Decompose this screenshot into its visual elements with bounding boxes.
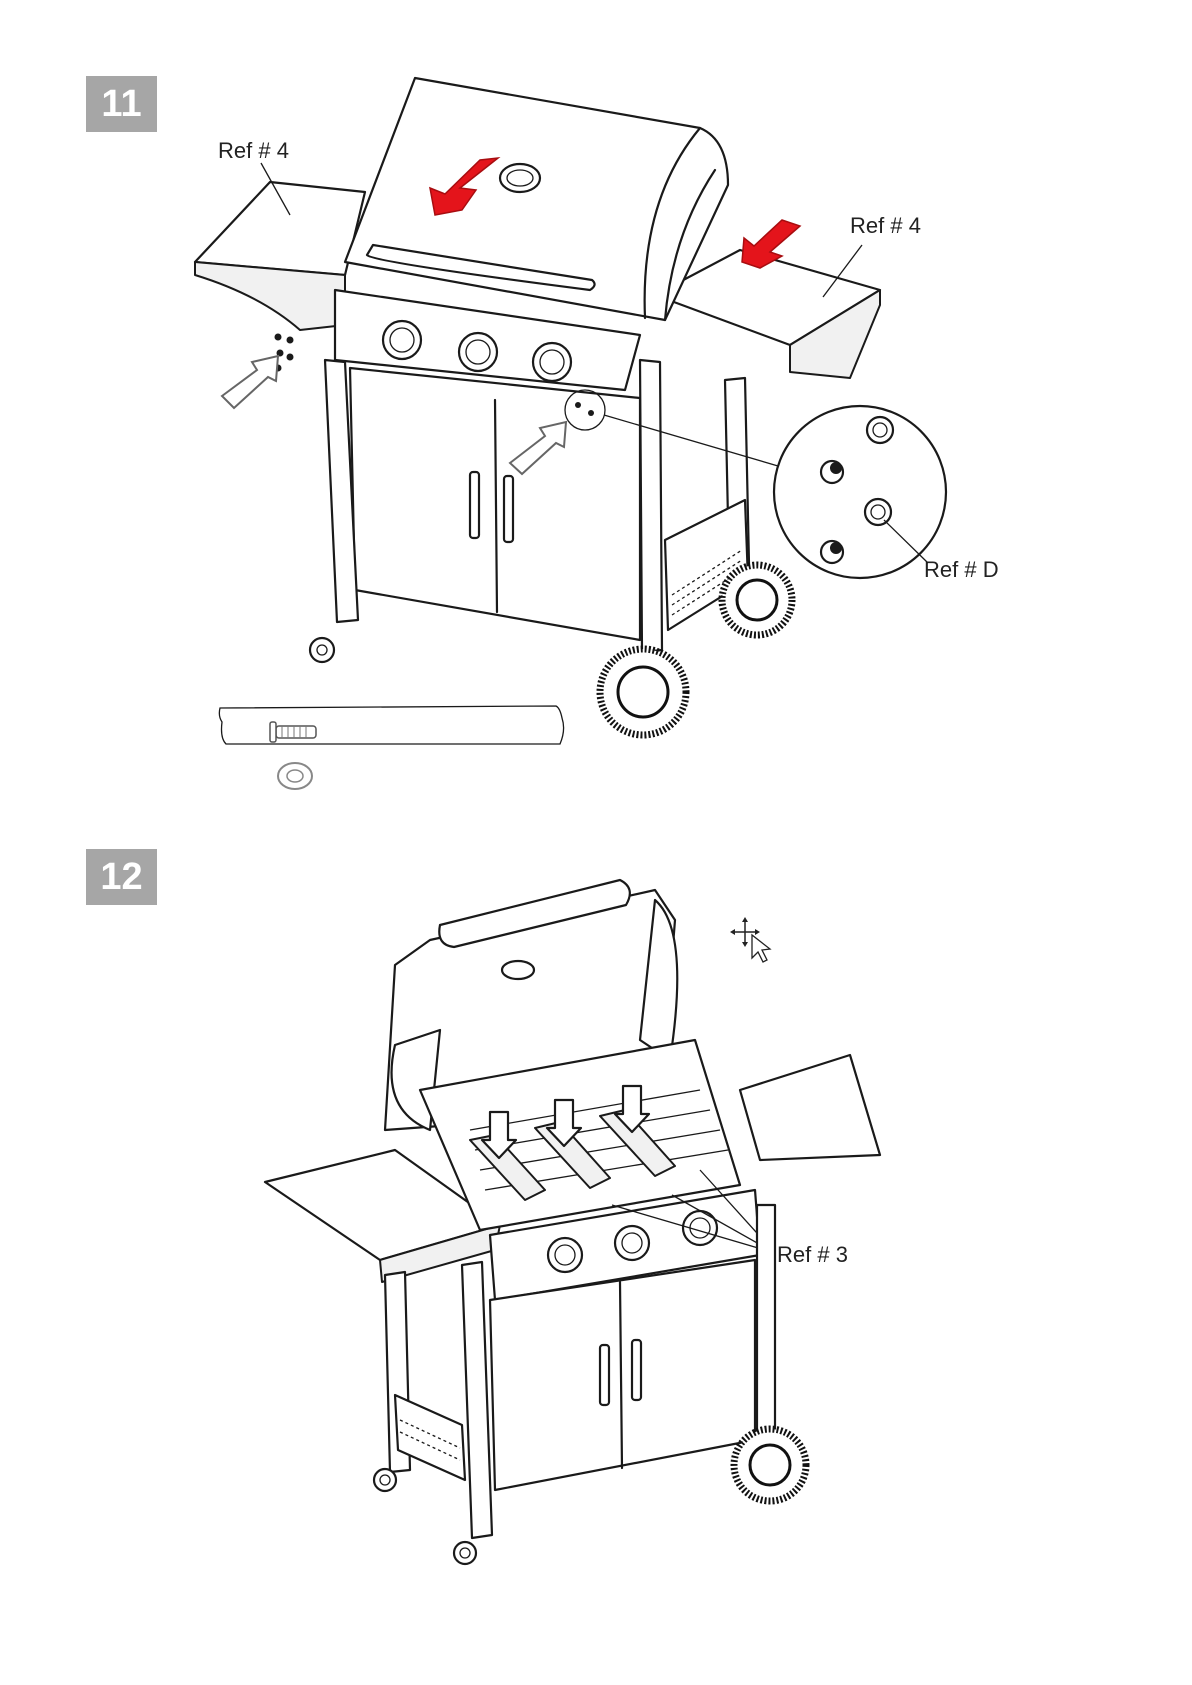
washer-icon bbox=[278, 763, 312, 789]
right-side-shelf-12 bbox=[740, 1055, 880, 1160]
detail-magnifier bbox=[774, 406, 946, 578]
move-cursor-icon bbox=[730, 917, 770, 962]
outline-arrow-left bbox=[222, 356, 278, 408]
red-arrow-right bbox=[742, 220, 800, 268]
step-12-illustration bbox=[265, 880, 880, 1564]
screw-icon bbox=[270, 722, 316, 742]
step-11-illustration bbox=[195, 78, 946, 789]
